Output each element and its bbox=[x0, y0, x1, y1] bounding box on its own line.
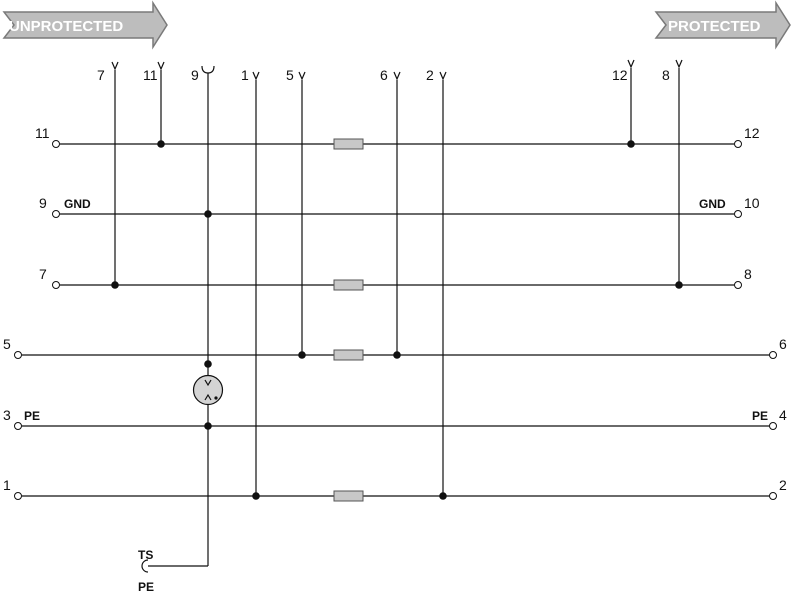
top-pin-7: 7 bbox=[97, 67, 105, 83]
terminal-left-11 bbox=[52, 140, 60, 148]
resistor-7-8 bbox=[333, 279, 364, 291]
gnd-left-label: GND bbox=[64, 197, 91, 211]
right-terminal-labels: 12 10 8 6 4 2 bbox=[744, 125, 787, 493]
terminal-left-9 bbox=[52, 210, 60, 218]
pe-left-label: PE bbox=[24, 409, 40, 423]
right-label-10: 10 bbox=[744, 195, 760, 211]
signal-labels: GND GND PE PE TS PE bbox=[24, 197, 768, 594]
protected-label: PROTECTED bbox=[668, 18, 761, 35]
pe-bottom-label: PE bbox=[138, 580, 154, 594]
terminal-ts-pe bbox=[141, 559, 149, 573]
top-pin-12: 12 bbox=[612, 67, 628, 83]
top-pin-8: 8 bbox=[662, 67, 670, 83]
top-pin-5: 5 bbox=[286, 67, 294, 83]
resistor-1-2 bbox=[333, 490, 364, 502]
gnd-right-label: GND bbox=[699, 197, 726, 211]
horizontal-wires bbox=[22, 143, 769, 497]
surge-arrester-icon bbox=[192, 374, 224, 406]
terminal-right-10 bbox=[734, 210, 742, 218]
top-pin-11: 11 bbox=[143, 67, 158, 83]
unprotected-banner: UNPROTECTED bbox=[2, 0, 168, 50]
left-label-7: 7 bbox=[39, 266, 47, 282]
left-label-1: 1 bbox=[3, 477, 11, 493]
resistor-11-12 bbox=[333, 138, 364, 150]
top-pin-labels: 7 11 9 1 5 6 2 12 8 bbox=[97, 67, 670, 83]
right-label-12: 12 bbox=[744, 125, 760, 141]
left-label-9: 9 bbox=[39, 195, 47, 211]
junction-dots bbox=[111, 140, 683, 500]
right-label-8: 8 bbox=[744, 266, 752, 282]
terminal-right-4 bbox=[769, 422, 777, 430]
top-pin-1: 1 bbox=[241, 67, 249, 83]
terminal-right-12 bbox=[734, 140, 742, 148]
vertical-wires bbox=[111, 59, 683, 567]
right-label-2: 2 bbox=[779, 477, 787, 493]
terminals bbox=[14, 140, 777, 573]
unprotected-label: UNPROTECTED bbox=[9, 18, 123, 35]
terminal-right-2 bbox=[769, 492, 777, 500]
terminal-right-6 bbox=[769, 351, 777, 359]
top-pin-9: 9 bbox=[191, 67, 199, 83]
terminal-left-7 bbox=[52, 281, 60, 289]
terminal-right-8 bbox=[734, 281, 742, 289]
terminal-left-5 bbox=[14, 351, 22, 359]
terminal-left-3 bbox=[14, 422, 22, 430]
right-label-4: 4 bbox=[779, 407, 787, 423]
top-pin-6: 6 bbox=[380, 67, 388, 83]
terminal-left-1 bbox=[14, 492, 22, 500]
pe-right-label: PE bbox=[752, 409, 768, 423]
ts-label: TS bbox=[138, 548, 153, 562]
resistor-5-6 bbox=[333, 349, 364, 361]
right-label-6: 6 bbox=[779, 336, 787, 352]
left-terminal-labels: 11 9 7 5 3 1 bbox=[3, 125, 50, 493]
resistors bbox=[333, 138, 364, 502]
left-label-5: 5 bbox=[3, 336, 11, 352]
top-pin-2: 2 bbox=[426, 67, 434, 83]
left-label-3: 3 bbox=[3, 407, 11, 423]
protected-banner: PROTECTED bbox=[654, 0, 791, 50]
left-label-11: 11 bbox=[35, 125, 50, 141]
